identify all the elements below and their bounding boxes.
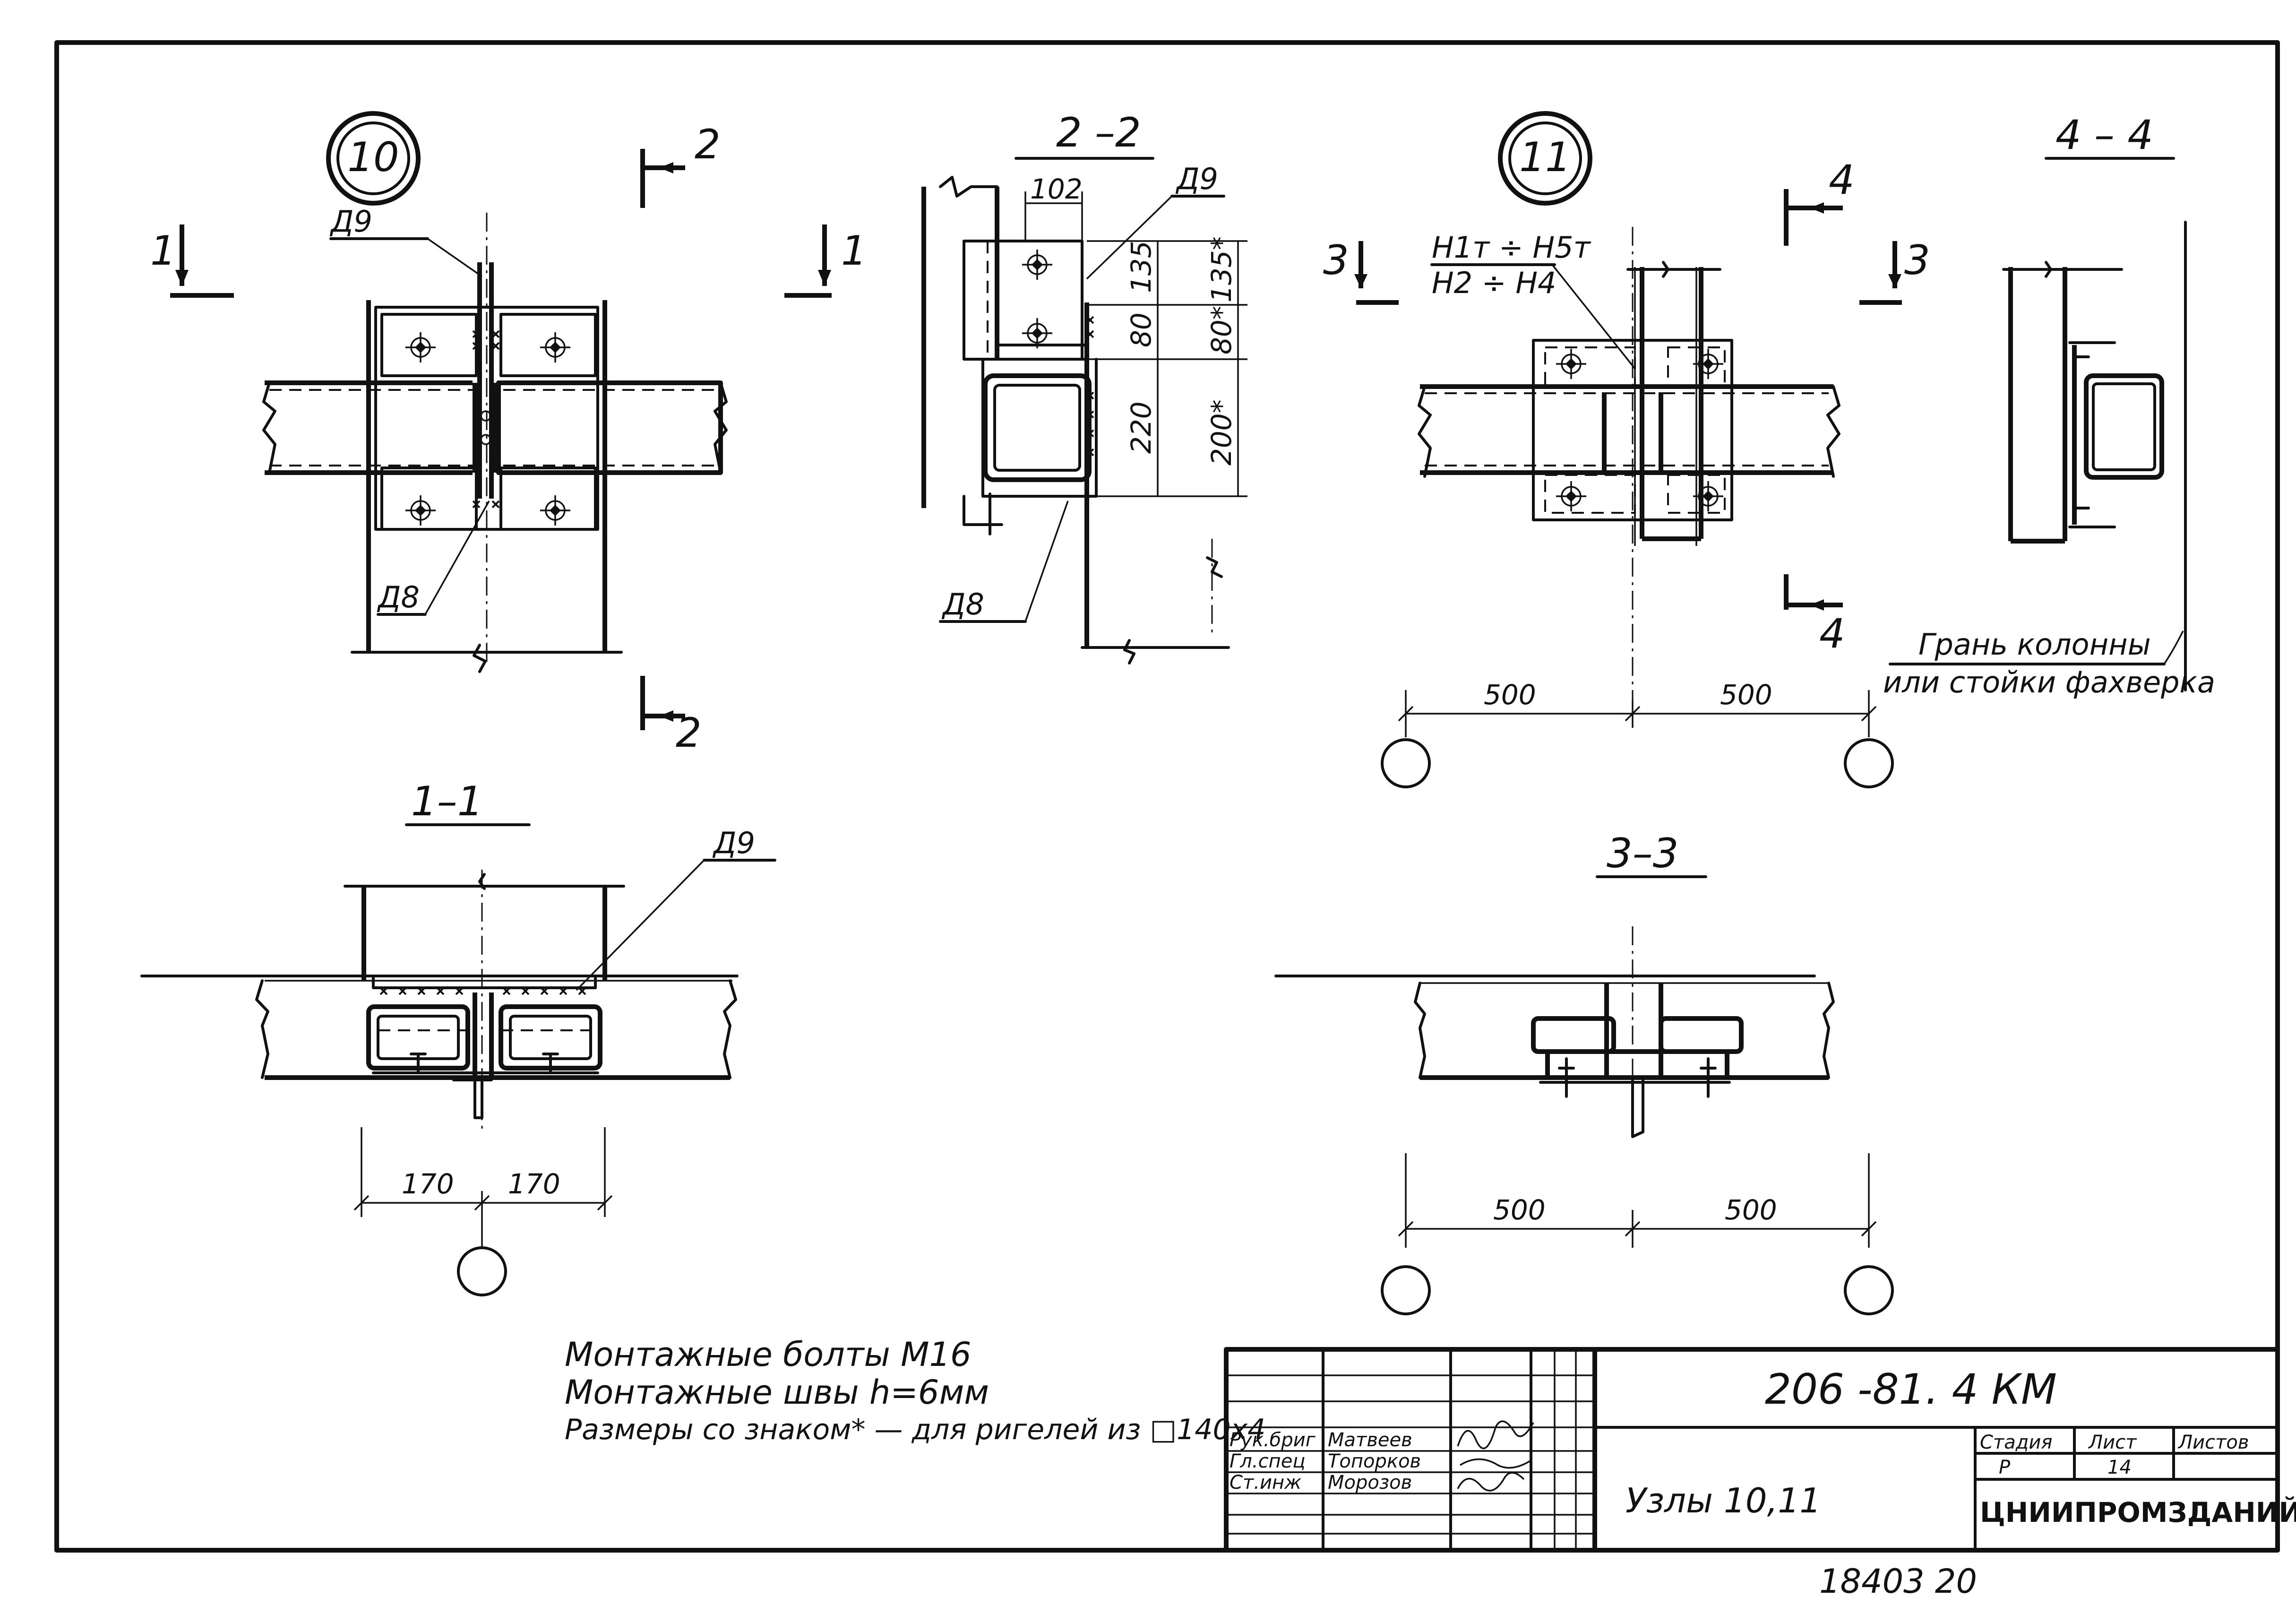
section-1-1-title: 1–1	[411, 778, 483, 825]
stage-value: Р	[1999, 1457, 2011, 1478]
title-block: Рук.бриг Матвеев Гл.спец Топорков Ст.инж…	[1224, 1347, 2296, 1553]
signature-2	[1460, 1458, 1531, 1469]
node-11-number: 11	[1519, 134, 1571, 181]
node-10-number: 10	[347, 134, 399, 181]
sheet-value: 14	[2107, 1457, 2132, 1478]
section-2-2-title: 2 –2	[1056, 109, 1141, 156]
label-d9-node10: Д9	[329, 204, 372, 239]
note-welds: Монтажные швы h=6мм	[565, 1373, 989, 1412]
section-4-4-title: 4 – 4	[2055, 112, 2153, 159]
dim-220: 220	[1125, 401, 1157, 454]
node-11-plan: 11 3 3 4 4	[1323, 111, 1930, 788]
section-mark-4-top: 4	[1829, 156, 1855, 204]
section-mark-4-bottom: 4	[1819, 610, 1845, 657]
dim-500-left: 500	[1484, 679, 1536, 711]
name-3: Морозов	[1328, 1472, 1412, 1494]
stage-label: Стадия	[1980, 1432, 2052, 1453]
label-bolts-h2-h4: Н2 ÷ Н4	[1432, 266, 1556, 300]
section-mark-2-bottom: 2	[676, 709, 702, 757]
note-dimensions-star: Размеры со знаком* — для ригелей из □140…	[565, 1413, 1265, 1446]
section-mark-3-left: 3	[1323, 237, 1349, 284]
dim-500-right: 500	[1720, 679, 1772, 711]
dim-102: 102	[1030, 173, 1083, 205]
label-d9-section22: Д9	[1175, 162, 1218, 196]
column-face-note-line2: или стойки фахверка	[1883, 665, 2215, 699]
note-bolts: Монтажные болты М16	[565, 1335, 972, 1374]
dim-500-left-s33: 500	[1493, 1194, 1546, 1226]
general-notes: Монтажные болты М16 Монтажные швы h=6мм …	[565, 1335, 1265, 1446]
signature-3	[1457, 1472, 1525, 1492]
section-4-4: 4 – 4 Грань колонны или стойки фахверка	[1883, 112, 2215, 699]
sheets-label: Листов	[2177, 1432, 2249, 1453]
dim-80: 80	[1125, 312, 1157, 347]
doc-code: 206 -81. 4 КМ	[1765, 1365, 2057, 1414]
dim-200-star: 200*	[1205, 399, 1238, 466]
section-mark-1-right: 1	[841, 227, 867, 275]
dim-500-right-s33: 500	[1725, 1194, 1777, 1226]
label-d8-node10: Д8	[377, 580, 420, 614]
dim-170-right: 170	[508, 1168, 560, 1200]
role-3: Ст.инж	[1230, 1472, 1301, 1494]
role-2: Гл.спец	[1230, 1450, 1306, 1472]
column-face-note-line1: Грань колонны	[1918, 627, 2151, 662]
label-d8-section22: Д8	[941, 587, 984, 622]
section-1-1: 1–1 Д9	[140, 778, 776, 1296]
name-1: Матвеев	[1328, 1429, 1412, 1451]
node-10-plan: 10 1 1 2 2	[150, 111, 867, 757]
sheet-frame	[54, 40, 2280, 1553]
dim-135-star: 135*	[1205, 236, 1238, 302]
footer-stamp: 18403 20	[1819, 1562, 1977, 1601]
section-3-3-title: 3–3	[1607, 830, 1678, 877]
label-d9-section11: Д9	[712, 826, 755, 860]
section-2-2: 2 –2 102 Д9	[921, 109, 1247, 665]
section-3-3: 3–3 500 500	[1274, 830, 1894, 1315]
signature-1	[1457, 1420, 1534, 1450]
dim-80-star: 80*	[1205, 306, 1238, 354]
sheet-title: Узлы 10,11	[1625, 1481, 1821, 1520]
dim-135: 135	[1125, 241, 1157, 293]
organization: ЦНИИПРОМЗДАНИЙ	[1980, 1496, 2296, 1528]
section-mark-3-right: 3	[1904, 237, 1930, 284]
section-mark-2-top: 2	[695, 121, 721, 168]
dim-170-left: 170	[402, 1168, 454, 1200]
name-2: Топорков	[1328, 1450, 1421, 1472]
sheet-label: Лист	[2088, 1432, 2137, 1453]
label-bolts-h1-h5: Н1т ÷ Н5т	[1432, 230, 1591, 265]
section-mark-1-left: 1	[150, 227, 176, 275]
role-1: Рук.бриг	[1230, 1429, 1316, 1451]
